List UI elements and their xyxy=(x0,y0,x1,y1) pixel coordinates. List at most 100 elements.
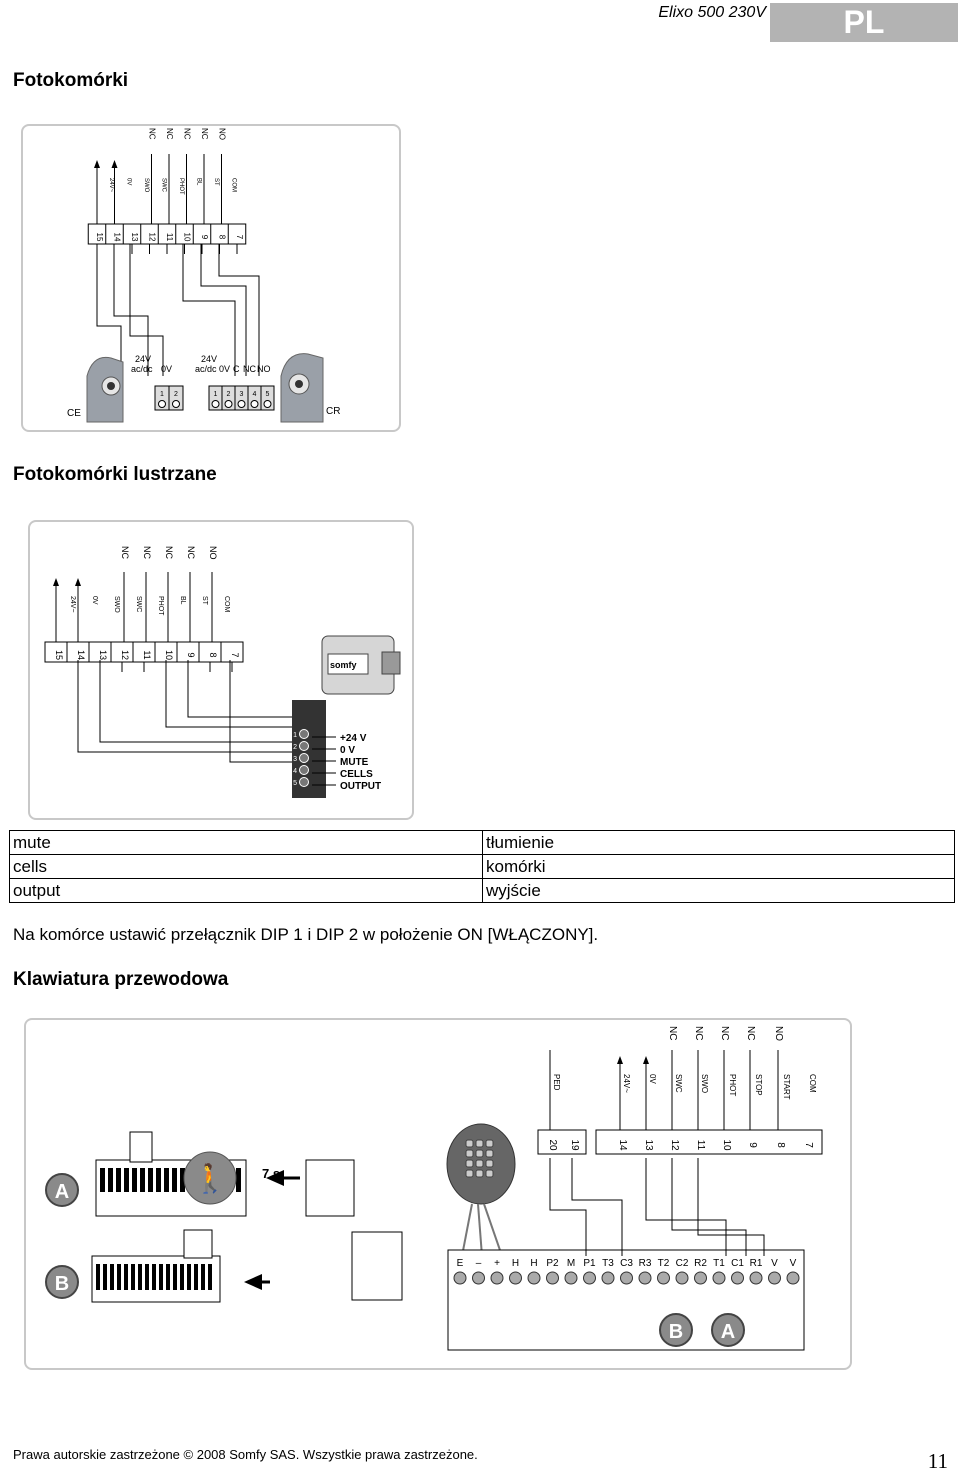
terminal-function-label: SWC xyxy=(160,178,166,193)
contact-label: NC xyxy=(745,1026,756,1040)
terminal-number: 11 xyxy=(695,1140,706,1151)
terminal-number: 13 xyxy=(643,1139,654,1151)
terminal-number: 3 xyxy=(240,391,244,398)
board-terminal-label: V xyxy=(790,1258,797,1269)
terminal-number: 13 xyxy=(98,650,108,660)
terminal-number: 7 xyxy=(230,652,240,657)
board-terminal-label: R3 xyxy=(639,1258,652,1269)
terminal-number: 10 xyxy=(164,650,174,660)
board-terminal-label: P2 xyxy=(546,1258,559,1269)
terminal-function-label: 24V~ xyxy=(622,1074,631,1093)
contact-label: NC xyxy=(186,546,196,559)
terminal-number: 12 xyxy=(120,650,130,660)
cr-power-label: NO xyxy=(257,364,271,374)
terminal-function-label: ST xyxy=(213,178,219,186)
terminal-number: 1 xyxy=(214,391,218,398)
terminal-number: 4 xyxy=(293,768,297,775)
table-row: output wyjście xyxy=(9,878,955,903)
terminal-number: 8 xyxy=(775,1142,786,1148)
terminal-function-label: 24V~ xyxy=(69,596,76,613)
terminal-function-label: SWC xyxy=(674,1074,683,1093)
contact-label: NC xyxy=(693,1026,704,1040)
badge-a-board-icon: A xyxy=(711,1313,745,1347)
terminal-number: 12 xyxy=(148,233,157,242)
terminal-function-label: BL xyxy=(179,596,186,605)
svg-text:A: A xyxy=(721,1321,735,1343)
terminal-function-label: PHOT xyxy=(178,178,184,195)
section-heading-photocells: Fotokomórki xyxy=(13,70,129,91)
terminal-function-label: SWO xyxy=(143,178,149,193)
terminal-number: 19 xyxy=(569,1139,580,1151)
terminal-number: 13 xyxy=(130,233,139,242)
ce-photocell xyxy=(86,356,124,423)
reflex-output-label: OUTPUT xyxy=(340,781,381,792)
board-terminal-label: – xyxy=(476,1258,482,1269)
board-terminal-label: T3 xyxy=(602,1258,614,1269)
section-heading-reflex: Fotokomórki lustrzane xyxy=(13,464,217,485)
terminal-number: 10 xyxy=(721,1139,732,1151)
terminal-number: 11 xyxy=(165,233,174,242)
contact-label: NO xyxy=(208,546,218,560)
contact-label: NC xyxy=(120,546,130,559)
terminal-number: 2 xyxy=(227,391,231,398)
wires xyxy=(96,244,260,376)
terminal-number: 7 xyxy=(235,235,244,240)
terminal-number: 5 xyxy=(293,780,297,787)
terminal-number: 15 xyxy=(54,650,64,660)
cr-power-label: 24V xyxy=(201,354,217,364)
reflex-reflector-device xyxy=(321,635,401,695)
legend-translation: wyjście xyxy=(482,878,955,903)
terminal-number: 1 xyxy=(160,391,164,398)
terminal-number: 8 xyxy=(218,235,227,240)
contact-label: NC xyxy=(719,1026,730,1040)
board-terminal-label: R2 xyxy=(694,1258,707,1269)
contact-label: NC xyxy=(165,128,174,140)
board-terminal-label: C2 xyxy=(676,1258,689,1269)
terminal-number: 2 xyxy=(293,744,297,751)
terminal-number: 4 xyxy=(253,391,257,398)
terminal-number: 1 xyxy=(293,732,297,739)
board-terminal-label: R1 xyxy=(750,1258,763,1269)
terminal-number: 9 xyxy=(200,235,209,240)
contact-label: NC xyxy=(164,546,174,559)
terminal-number: 20 xyxy=(547,1139,558,1151)
badge-b-icon: B xyxy=(45,1265,79,1299)
terminal-number: 7 xyxy=(803,1142,814,1148)
terminal-function-label: PHOT xyxy=(157,596,164,616)
terminal-function-label: COM xyxy=(230,178,236,192)
wires xyxy=(77,660,315,763)
svg-text:A: A xyxy=(55,1181,69,1203)
terminal-function-label: 0V xyxy=(125,178,131,185)
cr-power-label: NC xyxy=(243,364,256,374)
terminal-number: 10 xyxy=(183,233,192,242)
wired-keypad-icon xyxy=(446,1123,516,1257)
page-number: 11 xyxy=(927,1449,948,1473)
terminal-number: 2 xyxy=(174,391,178,398)
reflex-output-label: CELLS xyxy=(340,769,373,780)
reflex-output-label: MUTE xyxy=(340,757,369,768)
board-terminal-label: + xyxy=(494,1258,500,1269)
ce-power-label: ac/dc xyxy=(131,364,153,374)
terminal-function-label: COM xyxy=(223,596,230,613)
terminal-number: 11 xyxy=(142,650,152,659)
table-row: cells komórki xyxy=(9,854,955,879)
mode-b-illustration xyxy=(91,1229,403,1303)
language-badge: PL xyxy=(770,3,958,42)
terminal-function-label: COM xyxy=(808,1074,817,1093)
board-terminal-label: E xyxy=(457,1258,464,1269)
svg-text:B: B xyxy=(55,1273,69,1295)
legend-term: cells xyxy=(9,854,483,879)
cr-power-label: C xyxy=(233,364,240,374)
badge-a-icon: A xyxy=(45,1173,79,1207)
terminal-number: 8 xyxy=(208,652,218,657)
contact-label: NC xyxy=(667,1026,678,1040)
svg-text:🚶: 🚶 xyxy=(193,1162,228,1195)
